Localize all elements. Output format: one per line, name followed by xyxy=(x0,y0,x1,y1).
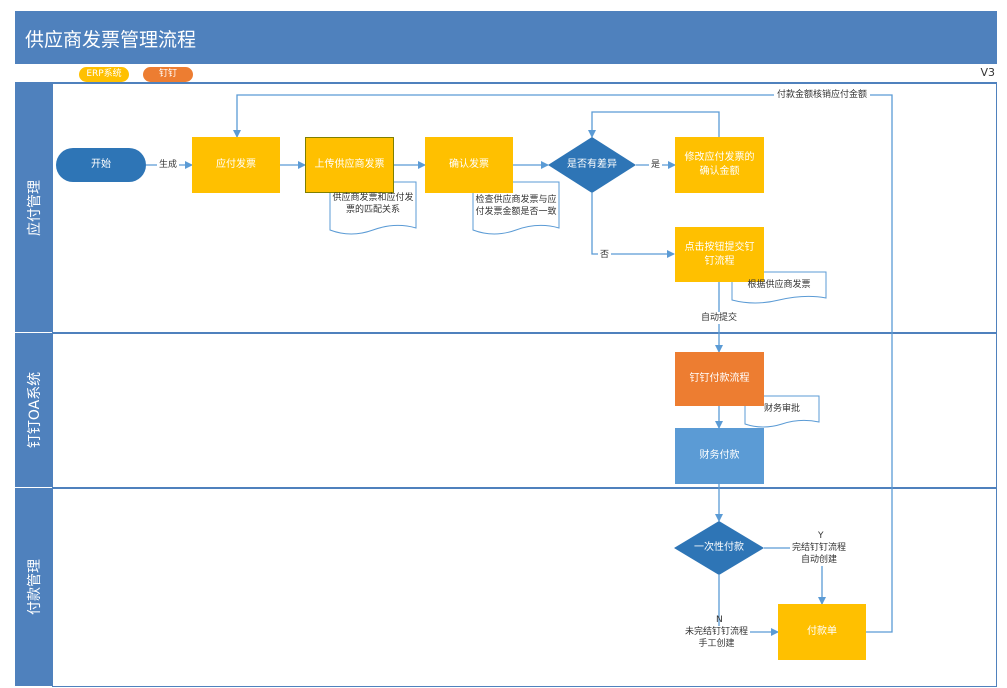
diff-decision-label: 是否有差异 xyxy=(567,159,617,170)
note-shape-match xyxy=(329,181,417,235)
edge-label-n: N xyxy=(716,615,723,625)
note-match: 供应商发票和应付发票的匹配关系 xyxy=(332,193,414,215)
edge-modify-loop xyxy=(588,111,720,138)
diamond-onetime xyxy=(674,521,764,575)
diagram-title: 供应商发票管理流程 xyxy=(25,29,197,51)
note-shape-check xyxy=(472,181,560,235)
note-check: 检查供应商发票与应付发票金额是否一致 xyxy=(475,195,557,217)
finance-payment-node: 财务付款 xyxy=(675,428,764,484)
edge-onetime-slip-n xyxy=(718,575,779,636)
edge-label-y: Y xyxy=(818,531,824,541)
edge-label-y-text: 完结钉钉流程 自动创建 xyxy=(790,542,849,566)
dingtalk-payment-flow-node: 钉钉付款流程 xyxy=(675,352,764,406)
edge-label-no: 否 xyxy=(598,249,612,261)
edge-label-write-off: 付款金额核销应付金额 xyxy=(774,89,871,101)
start-node: 开始 xyxy=(91,159,111,170)
lane-label-pay: 付款管理 xyxy=(15,488,52,687)
legend-bar: ERP系统 钉钉 V3 xyxy=(15,63,997,83)
version-label: V3 xyxy=(980,66,995,79)
tag-erp: ERP系统 xyxy=(79,67,129,82)
edge-label-yes: 是 xyxy=(649,159,663,171)
note-by-invoice: 根据供应商发票 xyxy=(747,280,811,290)
edge-label-auto-submit: 自动提交 xyxy=(699,312,740,324)
diamond-diff xyxy=(548,137,636,193)
one-time-decision-label: 一次性付款 xyxy=(694,542,744,553)
lane-oa xyxy=(52,333,997,488)
lane-label-oa: 钉钉OA系统 xyxy=(15,333,52,488)
edge-writeoff xyxy=(233,94,893,633)
confirm-invoice-node: 确认发票 xyxy=(425,137,513,193)
diagram-header: 供应商发票管理流程 xyxy=(15,11,997,63)
note-finance-approve: 财务审批 xyxy=(763,404,800,414)
upload-invoice-node: 上传供应商发票 xyxy=(305,137,394,193)
modify-invoice-node: 修改应付发票的确认金额 xyxy=(675,137,764,193)
payment-slip-node: 付款单 xyxy=(778,604,866,660)
edge-label-generate: 生成 xyxy=(157,159,180,171)
ap-invoice-node: 应付发票 xyxy=(192,137,280,193)
start-terminal xyxy=(56,148,146,182)
edge-diff-submit xyxy=(591,193,675,258)
tag-dingtalk: 钉钉 xyxy=(143,67,193,82)
submit-dingtalk-node: 点击按钮提交钉钉流程 xyxy=(675,227,764,282)
lane-label-ap: 应付管理 xyxy=(15,83,52,333)
edge-label-n-text: 未完结钉钉流程 手工创建 xyxy=(683,626,751,650)
